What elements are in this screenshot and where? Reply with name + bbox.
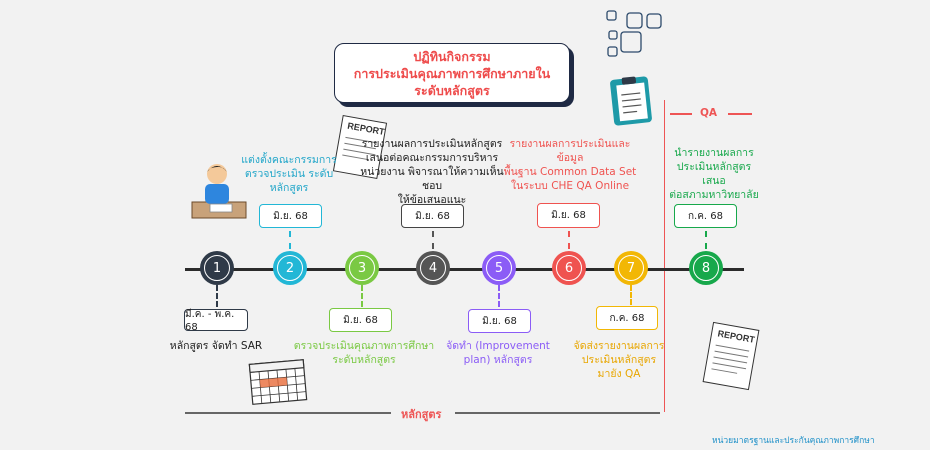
step-6-desc: รายงานผลการประเมินและข้อมูลพื้นฐาน Commo… — [503, 138, 637, 192]
step-1-date: มี.ค. - พ.ค. 68 — [184, 309, 248, 333]
step-6-date: มิ.ย. 68 — [537, 203, 600, 228]
step-1-connector — [216, 285, 218, 307]
report-paper-top: REPORT — [332, 115, 388, 179]
step-7-node: 7 — [614, 251, 648, 285]
step-7-connector — [630, 285, 632, 305]
step-2-desc: แต่งตั้งคณะกรรมการตรวจประเมิน ระดับหลักส… — [241, 154, 337, 194]
footer-text: หน่วยมาตรฐานและประกันคุณภาพการศึกษา — [712, 436, 875, 446]
title-line-3: ระดับหลักสูตร — [414, 82, 490, 98]
person-writing-icon — [191, 164, 247, 219]
step-6-connector — [568, 231, 570, 249]
step-2-date: มิ.ย. 68 — [259, 204, 322, 228]
step-4-node: 4 — [416, 251, 450, 285]
qa-label: QA — [700, 107, 718, 119]
clipboard-icon — [610, 76, 652, 126]
report-paper-bottom: REPORT — [702, 321, 760, 391]
step-8-desc: นำรายงานผลการประเมินหลักสูตร เสนอต่อสภาม… — [669, 147, 759, 201]
step-1-desc: หลักสูตร จัดทำ SAR — [169, 340, 263, 352]
step-2-connector — [289, 231, 291, 249]
step-3-date: มิ.ย. 68 — [329, 308, 392, 332]
step-4-date: มิ.ย. 68 — [401, 204, 464, 228]
step-5-node: 5 — [482, 251, 516, 285]
qa-header: QA — [670, 107, 752, 121]
page-title: ปฏิทินกิจกรรม การประเมินคุณภาพการศึกษาภา… — [334, 43, 570, 103]
step-4-connector — [432, 231, 434, 249]
decorative-squares — [606, 10, 662, 57]
timeline-axis — [185, 268, 744, 271]
step-3-node: 3 — [345, 251, 379, 285]
step-3-connector — [361, 285, 363, 307]
bottom-line-right — [455, 412, 660, 414]
step-7-desc: จัดส่งรายงานผลการประเมินหลักสูตรมายัง QA — [573, 340, 665, 380]
step-3-desc: ตรวจประเมินคุณภาพการศึกษาระดับหลักสูตร — [293, 340, 435, 366]
bottom-line-left — [185, 412, 391, 414]
step-7-date: ก.ค. 68 — [596, 306, 658, 330]
step-5-connector — [498, 285, 500, 307]
step-8-node: 8 — [689, 251, 723, 285]
qa-divider — [664, 100, 665, 412]
title-line-1: ปฏิทินกิจกรรม — [413, 48, 491, 64]
step-4-desc: รายงานผลการประเมินหลักสูตรเสนอต่อคณะกรรม… — [360, 138, 504, 206]
step-8-connector — [705, 231, 707, 249]
step-6-node: 6 — [552, 251, 586, 285]
title-line-2: การประเมินคุณภาพการศึกษาภายใน — [353, 65, 551, 81]
step-1-node: 1 — [200, 251, 234, 285]
calendar-icon — [248, 359, 308, 405]
step-5-date: มิ.ย. 68 — [468, 309, 531, 333]
bottom-label: หลักสูตร — [401, 408, 442, 421]
step-2-node: 2 — [273, 251, 307, 285]
step-8-date: ก.ค. 68 — [674, 204, 737, 228]
